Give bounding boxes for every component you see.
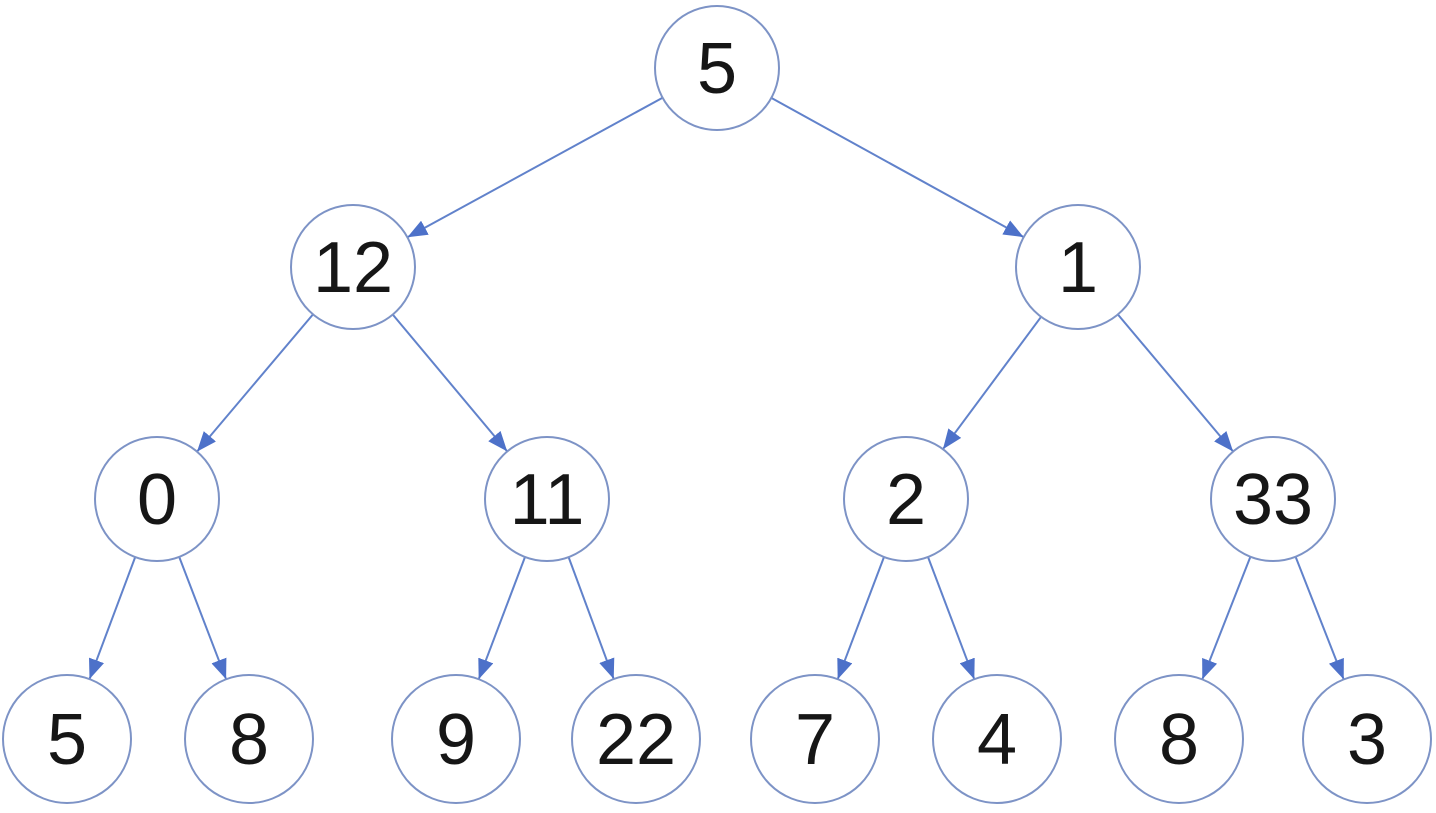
tree-node-RL: 2 [843, 436, 969, 562]
node-circle [290, 204, 416, 330]
tree-edge-RR-RRL [1201, 556, 1252, 680]
node-circle [1302, 674, 1432, 804]
node-label: 2 [886, 460, 926, 540]
tree-edge-root-L [406, 96, 664, 239]
tree-node-LLR: 8 [184, 674, 314, 804]
node-label: 5 [47, 700, 87, 780]
tree-node-R: 1 [1015, 204, 1141, 330]
node-circle [391, 674, 521, 804]
node-label: 12 [313, 228, 393, 308]
node-label: 22 [596, 700, 676, 780]
node-label: 8 [229, 700, 269, 780]
node-circle [1015, 204, 1141, 330]
node-label: 1 [1058, 228, 1098, 308]
node-circle [750, 674, 880, 804]
node-circle [843, 436, 969, 562]
node-circle [484, 436, 610, 562]
tree-edge-R-RR [1117, 313, 1234, 453]
tree-node-root: 5 [654, 5, 780, 131]
node-circle [2, 674, 132, 804]
node-circle [932, 674, 1062, 804]
node-label: 0 [137, 460, 177, 540]
tree-edge-LR-LRL [477, 556, 526, 680]
tree-edge-LL-LLL [88, 556, 137, 680]
node-circle [94, 436, 220, 562]
tree-node-LR: 11 [484, 436, 610, 562]
tree-node-LRR: 22 [571, 674, 701, 804]
tree-node-RLL: 7 [750, 674, 880, 804]
node-label: 5 [697, 29, 737, 109]
tree-edge-RL-RLL [836, 556, 885, 680]
tree-edge-LL-LLR [178, 556, 228, 680]
tree-edge-L-LL [196, 313, 314, 453]
node-circle [1210, 436, 1336, 562]
node-label: 9 [436, 700, 476, 780]
node-circle [571, 674, 701, 804]
tree-edge-RL-RLR [927, 556, 976, 680]
node-circle [654, 5, 780, 131]
node-label: 7 [795, 700, 835, 780]
tree-edge-R-RL [942, 316, 1042, 450]
tree-node-RR: 33 [1210, 436, 1336, 562]
tree-node-RRL: 8 [1114, 674, 1244, 804]
node-label: 8 [1159, 700, 1199, 780]
tree-node-LLL: 5 [2, 674, 132, 804]
node-label: 3 [1347, 700, 1387, 780]
node-label: 11 [510, 460, 585, 540]
node-circle [184, 674, 314, 804]
tree-node-RRR: 3 [1302, 674, 1432, 804]
tree-node-L: 12 [290, 204, 416, 330]
tree-node-LRL: 9 [391, 674, 521, 804]
node-circle [1114, 674, 1244, 804]
node-label: 33 [1233, 460, 1313, 540]
tree-node-LL: 0 [94, 436, 220, 562]
tree-edge-root-R [770, 97, 1025, 238]
tree-edge-RR-RRR [1294, 556, 1345, 680]
tree-edge-LR-LRR [567, 556, 615, 680]
node-label: 4 [977, 700, 1017, 780]
tree-node-RLR: 4 [932, 674, 1062, 804]
tree-edge-L-LR [392, 313, 508, 453]
